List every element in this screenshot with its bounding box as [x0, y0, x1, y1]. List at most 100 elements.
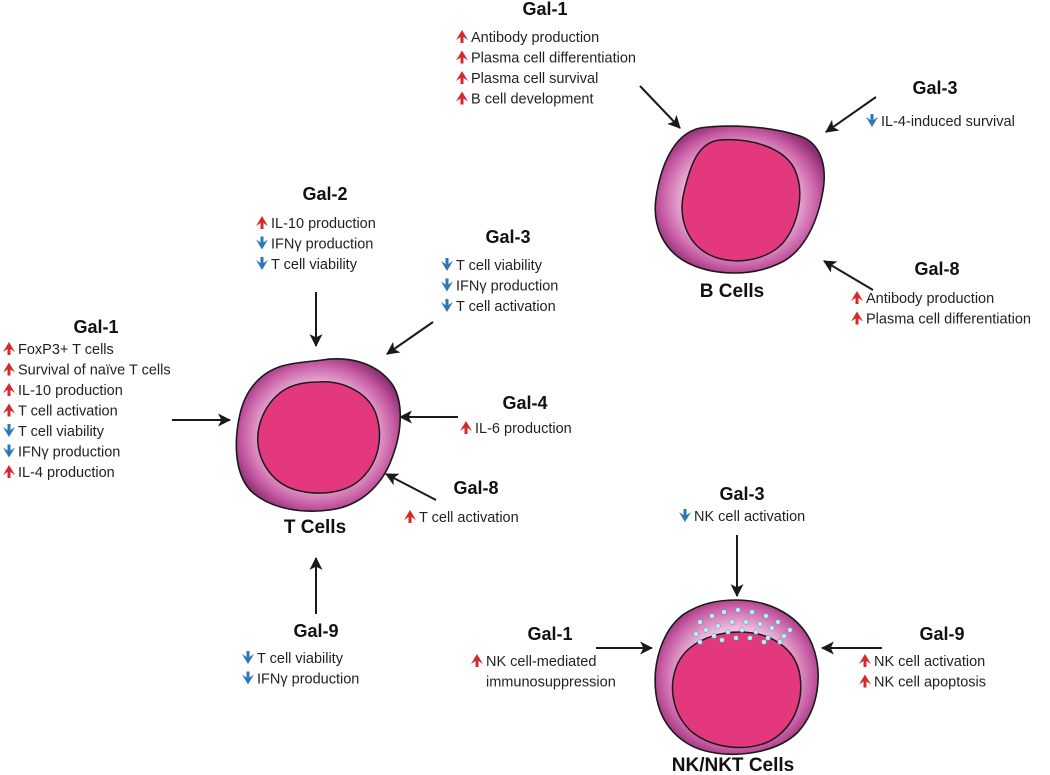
effect-text: T cell viability	[18, 424, 105, 440]
nk-cell-nucleus	[671, 631, 802, 749]
granule-dot	[769, 625, 775, 631]
granule-dot	[787, 627, 793, 633]
effect-text: T cell viability	[456, 258, 543, 274]
galectin-title: Gal-3	[485, 227, 530, 247]
granule-dot	[725, 629, 731, 635]
granule-dot	[777, 639, 783, 645]
galectin-title: Gal-1	[527, 624, 572, 644]
effect-text: T cell activation	[456, 299, 556, 315]
galectin-title: Gal-2	[302, 184, 347, 204]
granule-dot	[761, 639, 767, 645]
granule-dot	[697, 639, 703, 645]
up-arrow-icon	[3, 465, 15, 478]
granule-dot	[711, 633, 717, 639]
granule-dot	[693, 631, 699, 637]
effect-text: IL-10 production	[18, 383, 123, 399]
up-arrow-icon	[460, 421, 472, 434]
granule-dot	[753, 629, 759, 635]
granule-dot	[775, 619, 781, 625]
up-arrow-icon	[3, 362, 15, 376]
effect-text: NK cell activation	[874, 654, 985, 670]
effect-text: immunosuppression	[486, 675, 616, 691]
up-arrow-icon	[859, 654, 871, 667]
effect-text: Plasma cell differentiation	[866, 312, 1031, 328]
group-nk-gal3: Gal-3 NK cell activation	[679, 484, 805, 525]
galectin-title: Gal-8	[453, 478, 498, 498]
granule-dot	[757, 621, 763, 627]
group-nk-gal9: Gal-9 NK cell activation NK cell apoptosis	[859, 624, 986, 691]
granule-dot	[765, 635, 771, 641]
arrow-t-gal8	[385, 473, 437, 501]
down-arrow-icon	[242, 651, 254, 664]
granule-dot	[697, 619, 703, 625]
effect-text: IFNγ production	[257, 672, 359, 688]
t-cell-nucleus	[257, 381, 381, 494]
up-arrow-icon	[456, 50, 468, 64]
granule-dot	[733, 635, 739, 641]
effect-text: Antibody production	[471, 30, 599, 46]
galectin-title: Gal-3	[912, 78, 957, 98]
effect-text: Plasma cell survival	[471, 71, 598, 87]
b-cell-label: B Cells	[700, 281, 764, 302]
effect-text: B cell development	[471, 92, 594, 108]
effect-text: NK cell activation	[694, 509, 805, 525]
up-arrow-icon	[3, 383, 15, 396]
galectin-title: Gal-3	[719, 484, 764, 504]
granule-dot	[739, 627, 745, 633]
arrow-t-gal3	[386, 321, 434, 355]
up-arrow-icon	[3, 342, 15, 355]
group-t-gal8: Gal-8T cell activation	[404, 478, 519, 526]
up-arrow-icon	[471, 654, 483, 667]
down-arrow-icon	[3, 444, 15, 458]
effect-text: T cell viability	[257, 651, 344, 667]
down-arrow-icon	[441, 299, 453, 312]
up-arrow-icon	[456, 91, 468, 105]
galectin-title: Gal-8	[914, 259, 959, 279]
up-arrow-icon	[456, 71, 468, 84]
granule-dot	[703, 627, 709, 633]
arrow-b-gal3	[825, 96, 877, 133]
galectin-title: Gal-9	[293, 621, 338, 641]
t-cell: T Cells	[235, 358, 402, 538]
group-b-gal3: Gal-3IL-4-induced survival	[866, 78, 1015, 130]
granule-dot	[721, 609, 727, 615]
effect-text: T cell activation	[18, 404, 118, 420]
effect-text: NK cell apoptosis	[874, 675, 986, 691]
galectin-title: Gal-9	[919, 624, 964, 644]
up-arrow-icon	[859, 674, 871, 688]
effect-text: IFNγ production	[18, 445, 120, 461]
effect-text: Antibody production	[866, 291, 994, 307]
up-arrow-icon	[456, 30, 468, 43]
galectin-title: Gal-1	[522, 0, 567, 19]
up-arrow-icon	[256, 216, 268, 229]
effect-text: NK cell-mediated	[486, 654, 596, 670]
effect-text: FoxP3+ T cells	[18, 342, 114, 358]
nk-cell-granules	[693, 607, 793, 645]
b-cell-nucleus	[681, 138, 801, 262]
nk-cell: NK/NKT Cells	[654, 599, 819, 775]
arrows	[172, 85, 882, 655]
granule-dot	[709, 613, 715, 619]
t-cell-label: T Cells	[284, 517, 346, 538]
nk-cell-label: NK/NKT Cells	[672, 755, 794, 775]
granule-dot	[743, 619, 749, 625]
down-arrow-icon	[242, 671, 254, 685]
b-cell: B Cells	[654, 125, 825, 302]
granule-dot	[729, 619, 735, 625]
up-arrow-icon	[404, 510, 416, 523]
arrow-b-gal8	[823, 260, 874, 291]
up-arrow-icon	[851, 291, 863, 304]
effect-text: Plasma cell differentiation	[471, 51, 636, 67]
effect-text: Survival of naïve T cells	[18, 363, 171, 379]
down-arrow-icon	[3, 424, 15, 437]
down-arrow-icon	[256, 236, 268, 250]
down-arrow-icon	[441, 278, 453, 292]
effect-text: IL-6 production	[475, 421, 572, 437]
down-arrow-icon	[679, 509, 691, 522]
